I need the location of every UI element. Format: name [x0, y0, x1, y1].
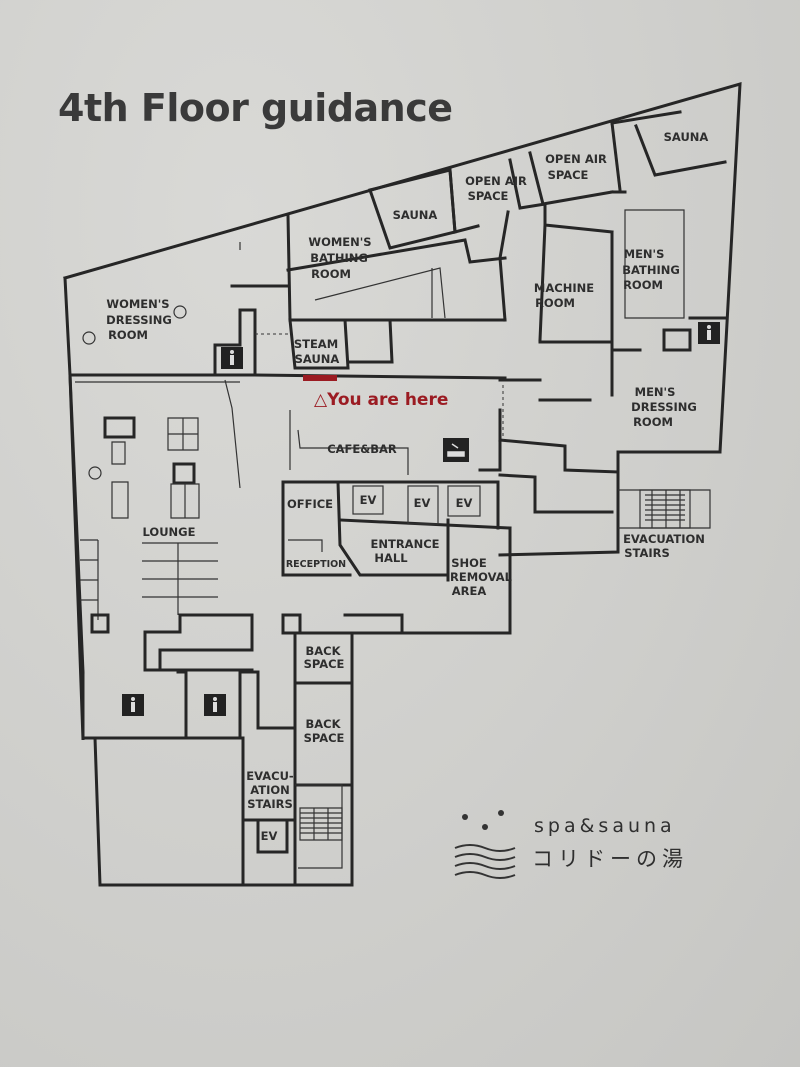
room-open-air-space-2-l2: SPACE: [468, 189, 509, 203]
you-are-here-marker: [303, 375, 337, 381]
room-cafe-bar: CAFE&BAR: [327, 442, 397, 456]
room-womens-bathing-l2: BATHING: [310, 251, 368, 265]
toilet-icon: [221, 347, 243, 369]
room-machine-l2: ROOM: [535, 296, 575, 310]
room-evacuation-stairs-left-l3: STAIRS: [247, 797, 293, 811]
toilet-icon: [698, 322, 720, 344]
room-mens-dressing-l2: DRESSING: [631, 400, 697, 414]
room-back-space-2-l1: BACK: [305, 717, 341, 731]
room-open-air-space-2-l1: OPEN AIR: [465, 174, 527, 188]
round-fixture-icon: [82, 305, 187, 480]
room-ev-4: EV: [261, 829, 278, 843]
room-open-air-space-1-l2: SPACE: [548, 168, 589, 182]
room-back-space-2-l2: SPACE: [304, 731, 345, 745]
room-womens-dressing-l1: WOMEN'S: [106, 297, 169, 311]
room-back-space-1-l1: BACK: [305, 644, 341, 658]
room-womens-bathing-l3: ROOM: [311, 267, 351, 281]
room-open-air-space-1-l1: OPEN AIR: [545, 152, 607, 166]
you-are-here-label: △You are here: [314, 390, 448, 410]
toilet-icon: [204, 694, 226, 716]
room-back-space-1-l2: SPACE: [304, 657, 345, 671]
room-mens-bathing-l1: MEN'S: [624, 247, 665, 261]
room-steam-sauna-l1: STEAM: [294, 337, 338, 351]
mens-area-walls: [478, 316, 727, 557]
room-mens-dressing-l1: MEN'S: [635, 385, 676, 399]
room-mens-dressing-l3: ROOM: [633, 415, 673, 429]
room-womens-dressing-l2: DRESSING: [106, 313, 172, 327]
room-ev-2: EV: [414, 496, 431, 510]
room-mens-bathing-l3: ROOM: [623, 278, 663, 292]
room-evacuation-stairs-right-l2: STAIRS: [624, 546, 670, 560]
smoking-area-icon: [443, 438, 469, 462]
lounge-furniture: [75, 242, 297, 740]
room-shoe-removal-l1: SHOE: [451, 556, 487, 570]
room-womens-bathing-l1: WOMEN'S: [308, 235, 371, 249]
room-steam-sauna-l2: SAUNA: [295, 352, 340, 366]
toilet-icon: [122, 694, 144, 716]
room-evacuation-stairs-left-l2: ATION: [250, 783, 290, 797]
room-entrance-hall-l2: HALL: [374, 551, 408, 565]
room-lounge: LOUNGE: [143, 525, 196, 539]
room-office: OFFICE: [287, 497, 333, 511]
brand-name-ja: コリドーの湯: [532, 847, 688, 871]
room-reception: RECEPTION: [286, 559, 346, 570]
room-ev-3: EV: [456, 496, 473, 510]
elevator-box: [352, 485, 481, 525]
brand-logo-waves-icon: [454, 810, 516, 879]
room-evacuation-stairs-right-l1: EVACUATION: [623, 532, 705, 546]
room-ev-1: EV: [360, 493, 377, 507]
bottom-walls: [241, 489, 691, 869]
room-sauna-mid: SAUNA: [393, 208, 438, 222]
room-machine-l1: MACHINE: [534, 281, 594, 295]
brand-name-en: spa&sauna: [534, 815, 676, 837]
room-shoe-removal-l3: AREA: [452, 584, 487, 598]
top-wing-walls: [286, 110, 727, 352]
room-sauna-top: SAUNA: [664, 130, 709, 144]
outer-walls: [63, 81, 742, 887]
room-mens-bathing-l2: BATHING: [622, 263, 680, 277]
room-shoe-removal-l2: REMOVAL: [450, 570, 513, 584]
room-evacuation-stairs-left-l1: EVACU-: [246, 769, 294, 783]
page-title: 4th Floor guidance: [58, 86, 453, 130]
room-womens-dressing-l3: ROOM: [108, 328, 148, 342]
room-entrance-hall-l1: ENTRANCE: [371, 537, 440, 551]
